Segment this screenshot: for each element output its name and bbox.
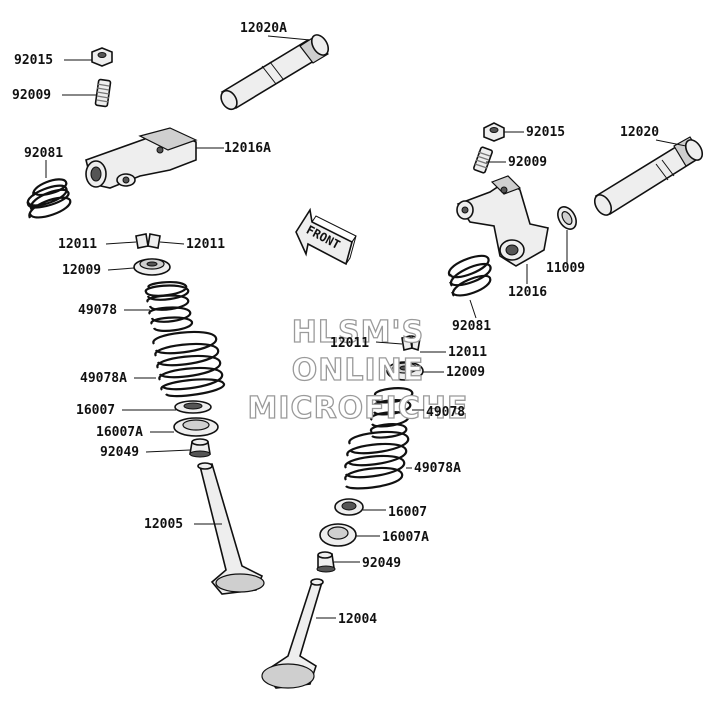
label-12004[interactable]: 12004 bbox=[338, 612, 377, 627]
label-12011-left-2[interactable]: 12011 bbox=[186, 237, 225, 252]
part-49078A-outer-spring-left[interactable] bbox=[152, 330, 226, 398]
label-92009-right[interactable]: 92009 bbox=[508, 155, 547, 170]
label-49078-right[interactable]: 49078 bbox=[426, 405, 465, 420]
part-12016A-rocker-arm[interactable] bbox=[85, 127, 198, 189]
part-12005-exhaust-valve[interactable] bbox=[197, 462, 265, 595]
label-49078A-right[interactable]: 49078A bbox=[414, 461, 461, 476]
label-16007-right[interactable]: 16007 bbox=[388, 505, 427, 520]
watermark: HLSM'S ONLINE MICROFICHE bbox=[247, 314, 469, 426]
label-12009-left[interactable]: 12009 bbox=[62, 263, 101, 278]
part-12011-collet-left[interactable] bbox=[135, 233, 161, 249]
label-92081-right[interactable]: 92081 bbox=[452, 319, 491, 334]
part-12009-retainer-left[interactable] bbox=[133, 258, 171, 276]
part-12009-retainer-right[interactable] bbox=[386, 361, 424, 381]
label-49078A-left[interactable]: 49078A bbox=[80, 371, 127, 386]
part-92049-seal-left[interactable] bbox=[189, 438, 211, 458]
part-12016-rocker-arm[interactable] bbox=[456, 175, 549, 267]
label-16007-left[interactable]: 16007 bbox=[76, 403, 115, 418]
part-11009-washer[interactable] bbox=[554, 204, 580, 233]
part-12004-intake-valve[interactable] bbox=[261, 578, 324, 689]
label-92009-left[interactable]: 92009 bbox=[12, 88, 51, 103]
label-12011-left-1[interactable]: 12011 bbox=[58, 237, 97, 252]
label-12020A[interactable]: 12020A bbox=[240, 21, 287, 36]
part-16007A-washer-left[interactable] bbox=[173, 417, 219, 437]
part-92015-nut-left[interactable] bbox=[91, 47, 113, 67]
watermark-line-2: ONLINE bbox=[292, 353, 425, 388]
label-92015-left[interactable]: 92015 bbox=[14, 53, 53, 68]
label-16007A-right[interactable]: 16007A bbox=[382, 530, 429, 545]
label-92015-right[interactable]: 92015 bbox=[526, 125, 565, 140]
part-12011-collet-right[interactable] bbox=[401, 334, 421, 352]
label-12005[interactable]: 12005 bbox=[144, 517, 183, 532]
part-49078-inner-spring-right[interactable] bbox=[369, 387, 414, 439]
part-49078-inner-spring-left[interactable] bbox=[144, 280, 194, 332]
label-12016[interactable]: 12016 bbox=[508, 285, 547, 300]
part-92049-seal-right[interactable] bbox=[316, 551, 336, 573]
label-92049-left[interactable]: 92049 bbox=[100, 445, 139, 460]
label-12009-right[interactable]: 12009 bbox=[446, 365, 485, 380]
part-16007A-washer-right[interactable] bbox=[319, 523, 357, 547]
label-92049-right[interactable]: 92049 bbox=[362, 556, 401, 571]
label-12016A[interactable]: 12016A bbox=[224, 141, 271, 156]
label-12011-right-1[interactable]: 12011 bbox=[330, 336, 369, 351]
part-92081-spring-left[interactable] bbox=[26, 178, 72, 219]
watermark-line-3: MICROFICHE bbox=[248, 391, 469, 426]
part-labels: 92015 92009 12020A 92081 12016A 12011 12… bbox=[12, 21, 659, 627]
label-12020[interactable]: 12020 bbox=[620, 125, 659, 140]
label-49078-left[interactable]: 49078 bbox=[78, 303, 117, 318]
front-direction-indicator: FRONT bbox=[295, 207, 357, 266]
label-11009[interactable]: 11009 bbox=[546, 261, 585, 276]
label-12011-right-2[interactable]: 12011 bbox=[448, 345, 487, 360]
part-49078A-outer-spring-right[interactable] bbox=[344, 430, 410, 490]
part-16007-seat-left[interactable] bbox=[174, 400, 212, 414]
leader-lines bbox=[45, 35, 687, 619]
part-92015-nut-right[interactable] bbox=[483, 122, 505, 142]
part-12020-rocker-shaft[interactable] bbox=[591, 136, 705, 218]
part-16007-seat-right[interactable] bbox=[334, 498, 364, 516]
part-92081-spring-right[interactable] bbox=[447, 254, 492, 297]
part-92009-screw-right[interactable] bbox=[473, 146, 493, 174]
label-92081-left[interactable]: 92081 bbox=[24, 146, 63, 161]
part-12020A-rocker-shaft[interactable] bbox=[218, 32, 332, 112]
label-16007A-left[interactable]: 16007A bbox=[96, 425, 143, 440]
part-92009-screw-left[interactable] bbox=[94, 78, 112, 108]
